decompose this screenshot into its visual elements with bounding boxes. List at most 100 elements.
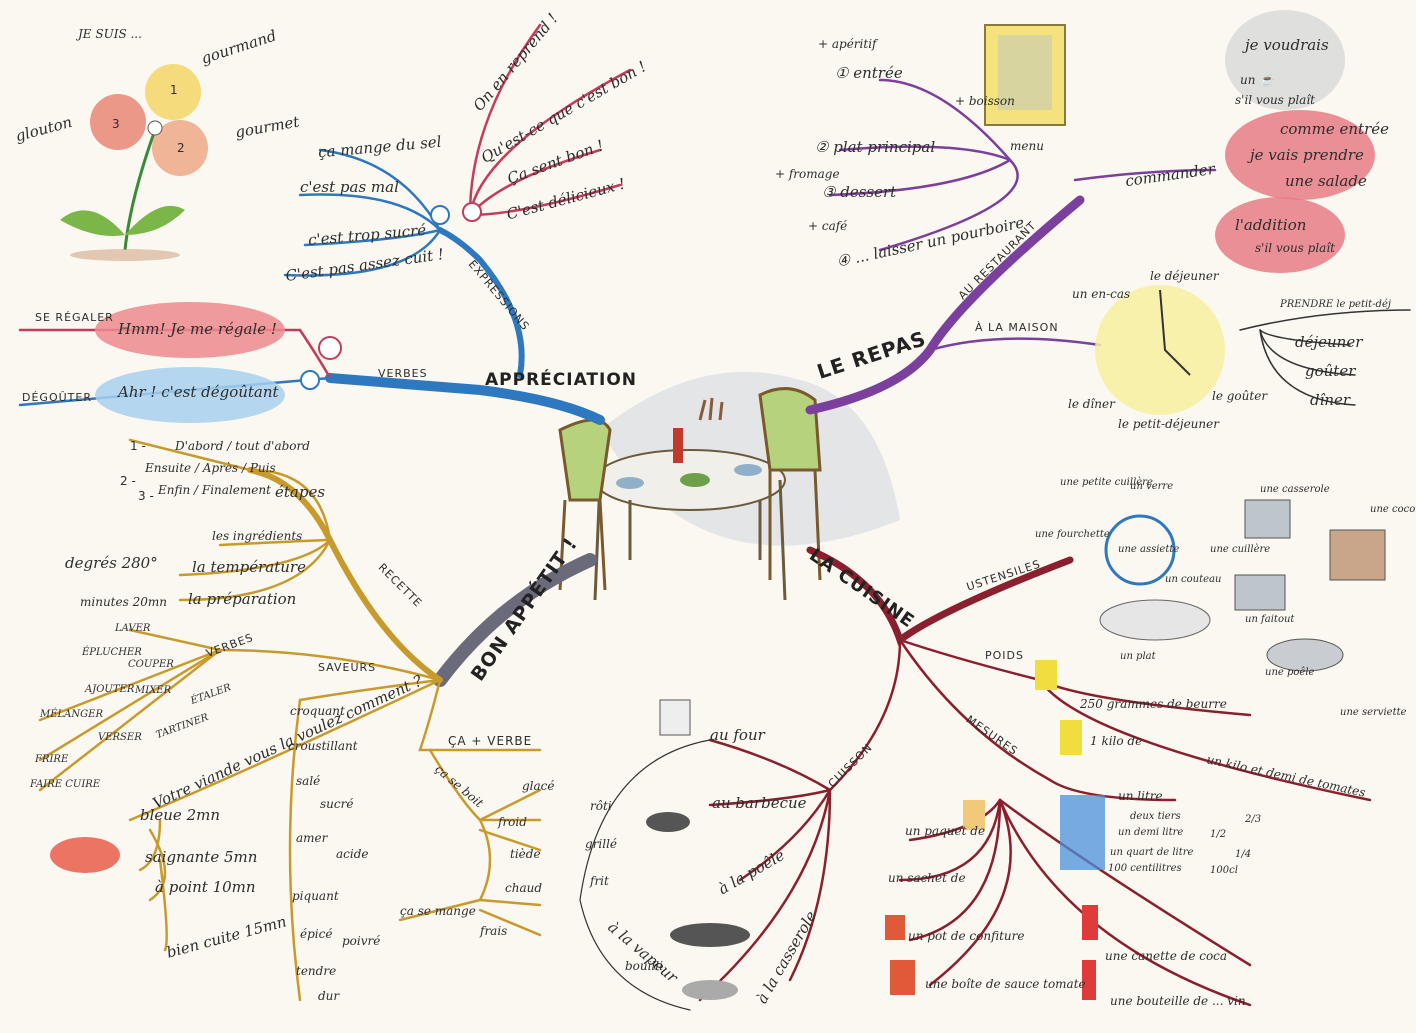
label-ingredients: les ingrédients — [212, 529, 303, 543]
label-ca-verbe: ÇA + VERBE — [448, 734, 533, 748]
prendre-item-1: déjeuner — [1295, 333, 1363, 351]
saveur-8: épicé — [300, 927, 333, 941]
boit-2: froid — [498, 815, 527, 829]
etape-2: Ensuite / Après / Puis — [145, 461, 276, 475]
saveur-1: croquant — [290, 704, 345, 718]
prendre-item-2: goûter — [1305, 362, 1356, 380]
label-se-mange: ça se mange — [400, 904, 476, 918]
bubble-se-regaler: Hmm! Je me régale ! — [118, 320, 277, 338]
litre-frac-4: 100cl — [1210, 865, 1238, 876]
cuisson-grille: grillé — [585, 837, 618, 851]
ustensile-12: une serviette — [1340, 707, 1407, 718]
ustensile-2: un verre — [1130, 481, 1174, 492]
label-saveurs: SAVEURS — [318, 661, 377, 674]
bubble2-line3: une salade — [1285, 172, 1367, 190]
flower-illustration — [60, 64, 208, 261]
label-boisson: + boisson — [955, 94, 1015, 108]
poids-item-2: 1 kilo de — [1090, 734, 1143, 748]
petal-2: 2 — [177, 141, 185, 155]
litre-item-1: un litre — [1118, 789, 1163, 803]
label-a-la-maison: À LA MAISON — [975, 321, 1059, 334]
label-se-regaler: SE RÉGALER — [35, 311, 114, 324]
ustensile-1: une petite cuillère — [1060, 477, 1153, 488]
cuisson-four: au four — [710, 726, 765, 744]
bubble3-line2: s'il vous plaît — [1255, 241, 1335, 255]
ustensile-7: une casserole — [1260, 484, 1330, 495]
mange-1: frais — [480, 924, 508, 938]
cuisson-bouilli: bouilli — [625, 959, 663, 973]
bubble1-line1: je voudrais — [1245, 36, 1329, 54]
verbe-7: FRIRE — [35, 754, 69, 765]
ustensile-4: une assiette — [1118, 544, 1180, 555]
viande-3: à point 10mn — [155, 878, 256, 896]
viande-2: saignante 5mn — [145, 848, 258, 866]
bubble1-line3: s'il vous plaît — [1235, 93, 1315, 107]
ustensile-10: un faitout — [1245, 614, 1295, 625]
cuisson-roti: rôti — [590, 799, 612, 813]
label-appreciation: APPRÉCIATION — [485, 370, 638, 390]
mesure-item-2: un sachet de — [888, 871, 966, 885]
saveur-10: tendre — [296, 964, 337, 978]
verbe-6: VERSER — [98, 732, 142, 743]
bubble1-line2: un ☕ — [1240, 73, 1275, 87]
litre-item-5: 100 centilitres — [1108, 863, 1182, 874]
mesure-item-3: un pot de confiture — [908, 929, 1025, 943]
saveur-11: dur — [318, 989, 340, 1003]
label-diner: le dîner — [1068, 397, 1115, 411]
label-entree: ① entrée — [835, 64, 903, 82]
mesure-item-6: une bouteille de ... vin — [1110, 994, 1246, 1008]
label-dessert: ③ dessert — [822, 183, 897, 201]
cuisson-barbecue: au barbecue — [712, 794, 807, 812]
bubble3-line1: l'addition — [1235, 216, 1307, 234]
ustensile-3: une fourchette — [1035, 529, 1110, 540]
label-poids: POIDS — [985, 649, 1024, 662]
boit-1: glacé — [522, 779, 555, 793]
bubbles — [95, 10, 1375, 423]
litre-frac-2: 1/2 — [1210, 829, 1227, 840]
label-en-cas: un en-cas — [1072, 287, 1131, 301]
cuisson-frit: frit — [590, 874, 609, 888]
label-verbes-appreciation: VERBES — [378, 367, 428, 380]
label-temp-val: degrés 280° — [65, 554, 158, 572]
litre-item-3: un demi litre — [1118, 827, 1184, 838]
label-etapes: étapes — [275, 483, 326, 501]
etape-num-2: 2 - — [120, 474, 136, 488]
verbe-5: MÉLANGER — [40, 709, 103, 720]
label-prep-val: minutes 20mn — [80, 595, 167, 609]
label-dejeuner: le déjeuner — [1150, 269, 1219, 283]
branch-appreciation-expr — [437, 227, 525, 378]
verbe-2: ÉPLUCHER — [82, 647, 142, 658]
label-preparation: la préparation — [188, 590, 297, 608]
label-gouter: le goûter — [1212, 389, 1268, 403]
neg-expression-2: c'est pas mal — [300, 178, 399, 196]
drawings — [50, 24, 1386, 1000]
mesure-item-4: une boîte de sauce tomate — [925, 977, 1086, 991]
etape-3: Enfin / Finalement — [158, 483, 271, 497]
saveur-9: poivré — [342, 934, 381, 948]
central-scene — [558, 371, 900, 601]
label-menu: menu — [1010, 139, 1044, 153]
saveur-6: acide — [336, 847, 369, 861]
viande-1: bleue 2mn — [140, 806, 221, 824]
branch-recette — [247, 467, 443, 683]
label-prendre: PRENDRE le petit-déj — [1280, 299, 1391, 310]
boit-3: tiède — [510, 847, 541, 861]
main-branches — [247, 195, 1085, 687]
ustensile-9: un plat — [1120, 651, 1156, 662]
saveur-2: croustillant — [288, 739, 358, 753]
label-degouter: DÉGOÛTER — [22, 391, 92, 404]
ustensile-11: une poêle — [1265, 667, 1315, 678]
branch-appreciation — [325, 373, 605, 425]
etape-num-3: 3 - — [138, 489, 154, 503]
prendre-item-3: dîner — [1310, 391, 1351, 409]
bubble-degouter: Ahr ! c'est dégoûtant — [118, 383, 279, 401]
label-plat-principal: ② plat principal — [815, 138, 936, 156]
label-fromage: + fromage — [775, 167, 840, 181]
mesure-item-5: une canette de coca — [1105, 949, 1228, 963]
verbe-9: MIXER — [135, 685, 172, 696]
label-petit-dejeuner: le petit-déjeuner — [1118, 417, 1219, 431]
verbe-3: COUPER — [128, 659, 174, 670]
poids-item-1: 250 grammes de beurre — [1080, 697, 1227, 711]
litre-item-4: un quart de litre — [1110, 847, 1194, 858]
etape-1: D'abord / tout d'abord — [175, 439, 310, 453]
